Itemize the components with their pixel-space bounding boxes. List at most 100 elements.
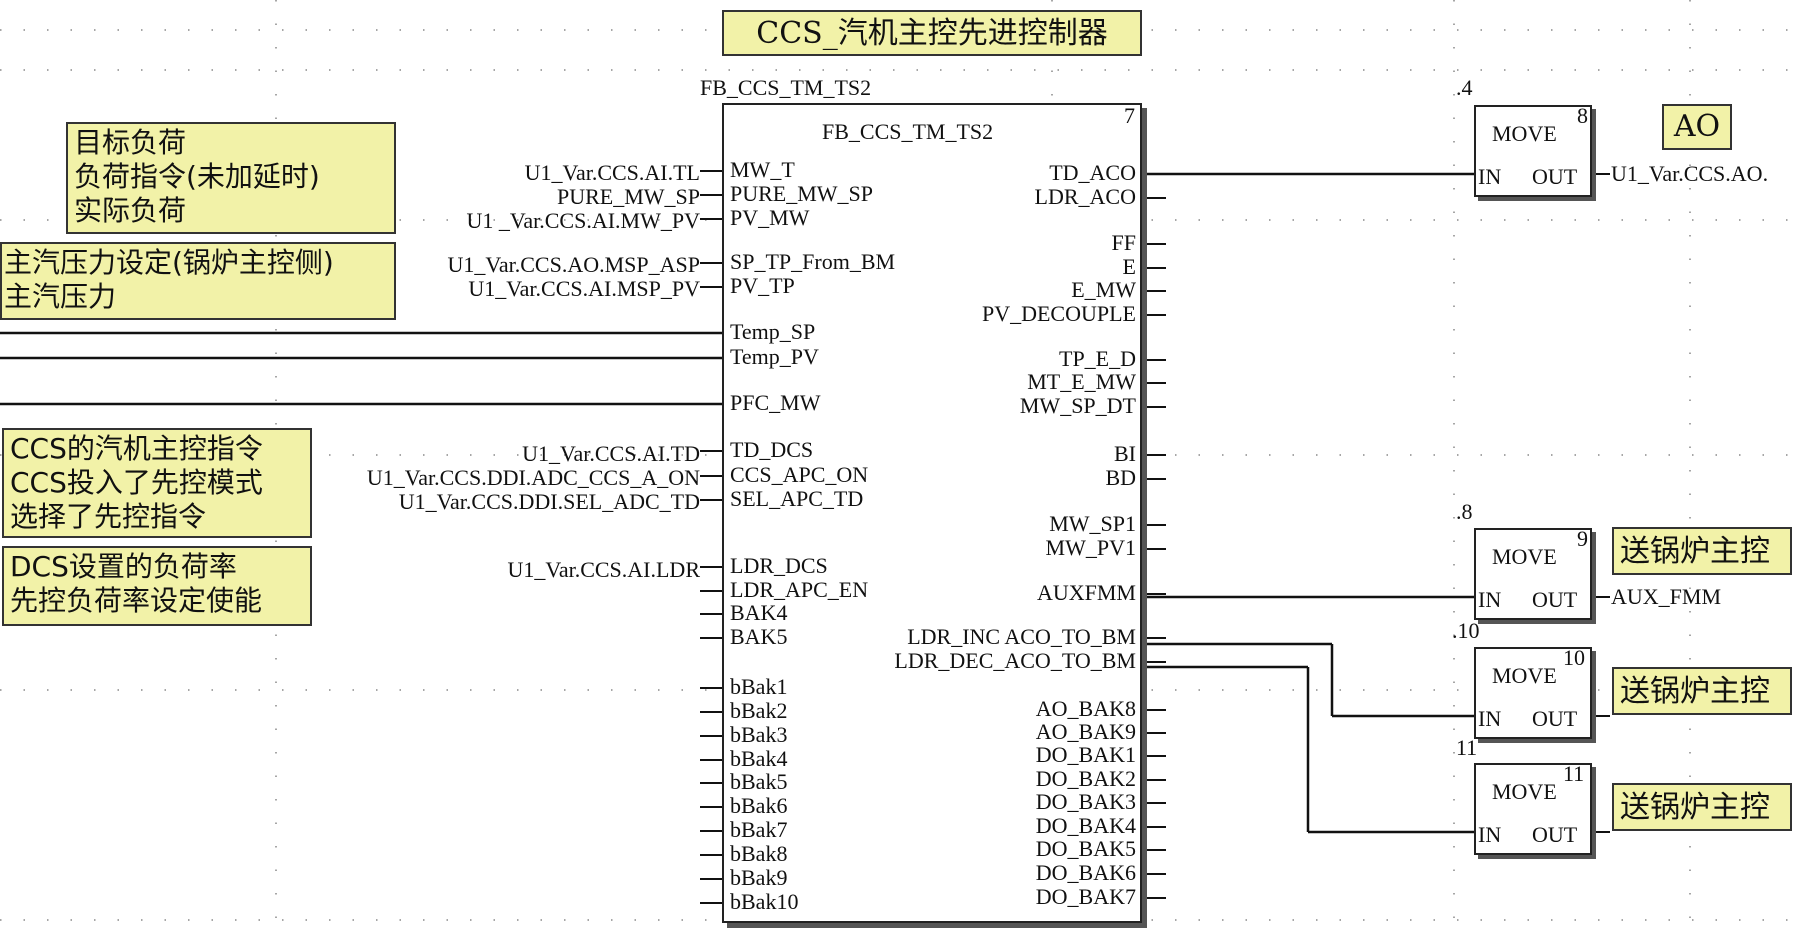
move-11-order-above: 11 (1456, 735, 1478, 760)
var-td-dcs: U1_Var.CCS.AI.TD (522, 441, 700, 466)
fb-input-pin-ccs-apc-on: CCS_APC_ON (730, 462, 869, 487)
move-block-10[interactable] (1474, 647, 1592, 739)
fb-type-name: FB_CCS_TM_TS2 (822, 119, 994, 144)
fb-output-pin-mw-sp1: MW_SP1 (1049, 511, 1136, 536)
fb-input-pin-bbak1: bBak1 (730, 674, 788, 699)
move-block-9[interactable] (1474, 528, 1592, 620)
fb-output-pin-ao-bak9: AO_BAK9 (1035, 719, 1136, 744)
move-block-8[interactable] (1474, 105, 1592, 197)
fb-output-pin-bi: BI (1114, 441, 1136, 466)
fb-input-pin-bbak9: bBak9 (730, 865, 788, 890)
move-8-out-var: U1_Var.CCS.AO. (1611, 161, 1769, 186)
fb-input-pin-bbak4: bBak4 (730, 746, 788, 771)
fb-output-pin-td-aco: TD_ACO (1049, 160, 1136, 185)
move-block-11[interactable] (1474, 763, 1592, 855)
fb-output-pin-do-bak2: DO_BAK2 (1035, 766, 1136, 791)
fb-output-pin-do-bak7: DO_BAK7 (1035, 884, 1136, 909)
note-to-boiler-1: 送锅炉主控 (1612, 527, 1792, 575)
note-pressure: 主汽压力设定(锅炉主控侧)主汽压力 (0, 242, 396, 320)
var-ccs-apc-on: U1_Var.CCS.DDI.ADC_CCS_A_ON (366, 465, 700, 490)
note-rate: DCS设置的负荷率先控负荷率设定使能 (2, 546, 312, 626)
move-10-out: OUT (1532, 706, 1578, 731)
fb-output-pin-ldr-inc-aco-to-bm: LDR_INC ACO_TO_BM (907, 624, 1136, 649)
move-11-out: OUT (1532, 822, 1578, 847)
fb-output-pin-mt-e-mw: MT_E_MW (1027, 369, 1136, 394)
fb-input-pin-bbak10: bBak10 (730, 889, 799, 914)
fb-instance-name: FB_CCS_TM_TS2 (700, 75, 872, 100)
move-11-order: 11 (1563, 761, 1585, 786)
move-11-title: MOVE (1492, 779, 1557, 804)
move-10-order-above: .10 (1452, 618, 1480, 643)
var-mw-t: U1_Var.CCS.AI.TL (524, 160, 700, 185)
fb-output-pin-ldr-aco: LDR_ACO (1034, 184, 1136, 209)
var-pv-tp: U1_Var.CCS.AI.MSP_PV (468, 276, 700, 301)
fb-input-pin-ldr-dcs: LDR_DCS (730, 553, 828, 578)
var-ldr-dcs: U1_Var.CCS.AI.LDR (507, 557, 700, 582)
move-10-order: 10 (1563, 645, 1585, 670)
move-9-order-above: .8 (1456, 499, 1473, 524)
var-pv-mw: U1 _Var.CCS.AI.MW_PV (466, 208, 700, 233)
move-11-in: IN (1478, 822, 1502, 847)
var-sp-tp: U1_Var.CCS.AO.MSP_ASP (447, 252, 700, 277)
fb-input-pin-bbak2: bBak2 (730, 698, 788, 723)
fb-output-pin-do-bak5: DO_BAK5 (1035, 836, 1136, 861)
fb-output-pin-e-mw: E_MW (1071, 277, 1136, 302)
title-note: CCS_汽机主控先进控制器 (722, 10, 1142, 56)
fb-input-pin-pure-mw-sp: PURE_MW_SP (730, 181, 874, 206)
note-to-boiler-2: 送锅炉主控 (1612, 667, 1792, 715)
fb-input-pin-sel-apc-td: SEL_APC_TD (730, 486, 864, 511)
fb-output-pin-do-bak3: DO_BAK3 (1035, 789, 1136, 814)
note-load: 目标负荷负荷指令(未加延时)实际负荷 (66, 122, 396, 234)
fb-input-pin-mw-t: MW_T (730, 157, 795, 182)
move-10-title: MOVE (1492, 663, 1557, 688)
move-9-order: 9 (1577, 526, 1588, 551)
fb-input-pin-bak5: BAK5 (730, 624, 788, 649)
fb-output-pin-e: E (1122, 254, 1136, 279)
move-10-in: IN (1478, 706, 1502, 731)
note-to-boiler-3: 送锅炉主控 (1612, 783, 1792, 831)
fb-block[interactable] (722, 103, 1142, 923)
fb-output-pin-mw-sp-dt: MW_SP_DT (1019, 393, 1136, 418)
fb-input-pin-bbak5: bBak5 (730, 769, 788, 794)
fb-output-pin-ff: FF (1111, 230, 1136, 255)
fb-input-pin-bak4: BAK4 (730, 600, 788, 625)
fb-input-pin-sp-tp-from-bm: SP_TP_From_BM (730, 249, 896, 274)
fb-input-pin-temp-sp: Temp_SP (730, 319, 816, 344)
var-pure-mw-sp: PURE_MW_SP (556, 184, 700, 209)
move-8-in: IN (1478, 164, 1502, 189)
fb-input-pin-pv-tp: PV_TP (730, 273, 795, 298)
fb-output-pin-pv-decouple: PV_DECOUPLE (981, 301, 1136, 326)
fb-output-pin-bd: BD (1105, 465, 1136, 490)
fb-output-pin-tp-e-d: TP_E_D (1059, 346, 1136, 371)
fb-output-pin-ldr-dec-aco-to-bm: LDR_DEC_ACO_TO_BM (894, 648, 1136, 673)
fb-input-pin-bbak3: bBak3 (730, 722, 788, 747)
fb-input-pin-bbak8: bBak8 (730, 841, 788, 866)
move-8-order: 8 (1577, 103, 1588, 128)
fb-input-pin-bbak7: bBak7 (730, 817, 788, 842)
fb-output-pin-do-bak4: DO_BAK4 (1035, 813, 1136, 838)
move-9-title: MOVE (1492, 544, 1557, 569)
fb-output-pin-mw-pv1: MW_PV1 (1045, 535, 1136, 560)
move-9-out: OUT (1532, 587, 1578, 612)
fb-input-pin-pfc-mw: PFC_MW (730, 390, 821, 415)
move-8-order-above: .4 (1456, 75, 1473, 100)
fb-order-number: 7 (1124, 103, 1135, 128)
move-8-title: MOVE (1492, 121, 1557, 146)
fb-output-pin-ao-bak8: AO_BAK8 (1035, 696, 1136, 721)
move-9-in: IN (1478, 587, 1502, 612)
fb-input-pin-td-dcs: TD_DCS (730, 437, 814, 462)
note-ao: AO (1662, 104, 1732, 150)
fb-output-pin-do-bak1: DO_BAK1 (1035, 742, 1136, 767)
fb-output-pin-auxfmm: AUXFMM (1036, 580, 1136, 605)
var-sel-apc-td: U1_Var.CCS.DDI.SEL_ADC_TD (398, 489, 700, 514)
fb-input-pin-pv-mw: PV_MW (730, 205, 810, 230)
fb-input-pin-temp-pv: Temp_PV (730, 344, 819, 369)
fb-output-pin-do-bak6: DO_BAK6 (1035, 860, 1136, 885)
move-8-out: OUT (1532, 164, 1578, 189)
fb-input-pin-bbak6: bBak6 (730, 793, 788, 818)
move-9-out-var: AUX_FMM (1611, 584, 1722, 609)
fb-input-pin-ldr-apc-en: LDR_APC_EN (730, 577, 869, 602)
